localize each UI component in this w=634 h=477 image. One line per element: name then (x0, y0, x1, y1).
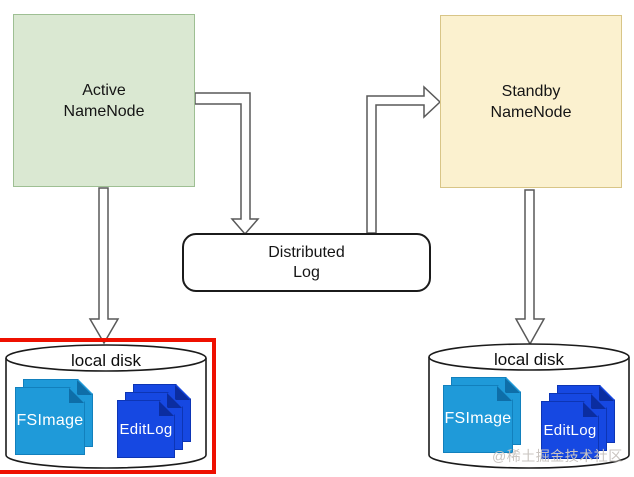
distributed-log-box: Distributed Log (182, 233, 431, 292)
standby-to-localdisk-arrow (514, 189, 546, 346)
active-namenode-box: Active NameNode (13, 14, 195, 187)
distlog-to-standby-arrow (366, 85, 442, 234)
document-page-icon: FSImage (443, 385, 513, 453)
folded-corner-icon (505, 378, 520, 393)
document-page-icon: EditLog (117, 400, 175, 458)
red-highlight-border (0, 338, 216, 474)
editlog-label: EditLog (119, 420, 173, 438)
standby-namenode-box: Standby NameNode (440, 15, 622, 188)
distributed-log-label: Distributed Log (268, 243, 345, 281)
editlog-label: EditLog (543, 421, 597, 439)
editlog-stack-icon-left: EditLog (117, 384, 191, 458)
active-to-distlog-arrow (194, 92, 260, 236)
standby-namenode-label: Standby NameNode (490, 82, 572, 121)
right-disk-label: local disk (494, 350, 564, 369)
document-page-icon: EditLog (541, 401, 599, 459)
fsimage-stack-icon-left: FSImage (15, 379, 93, 455)
left-disk-label: local disk (71, 351, 141, 370)
fsimage-stack-icon-right: FSImage (443, 377, 521, 453)
active-namenode-label: Active NameNode (63, 81, 145, 120)
watermark-text: @稀土掘金技术社区 (492, 448, 623, 464)
active-to-localdisk-arrow (88, 187, 120, 345)
fsimage-label: FSImage (444, 410, 512, 427)
editlog-stack-icon-right: EditLog (541, 385, 615, 459)
folded-corner-icon (599, 386, 614, 401)
fsimage-label: FSImage (16, 412, 84, 429)
